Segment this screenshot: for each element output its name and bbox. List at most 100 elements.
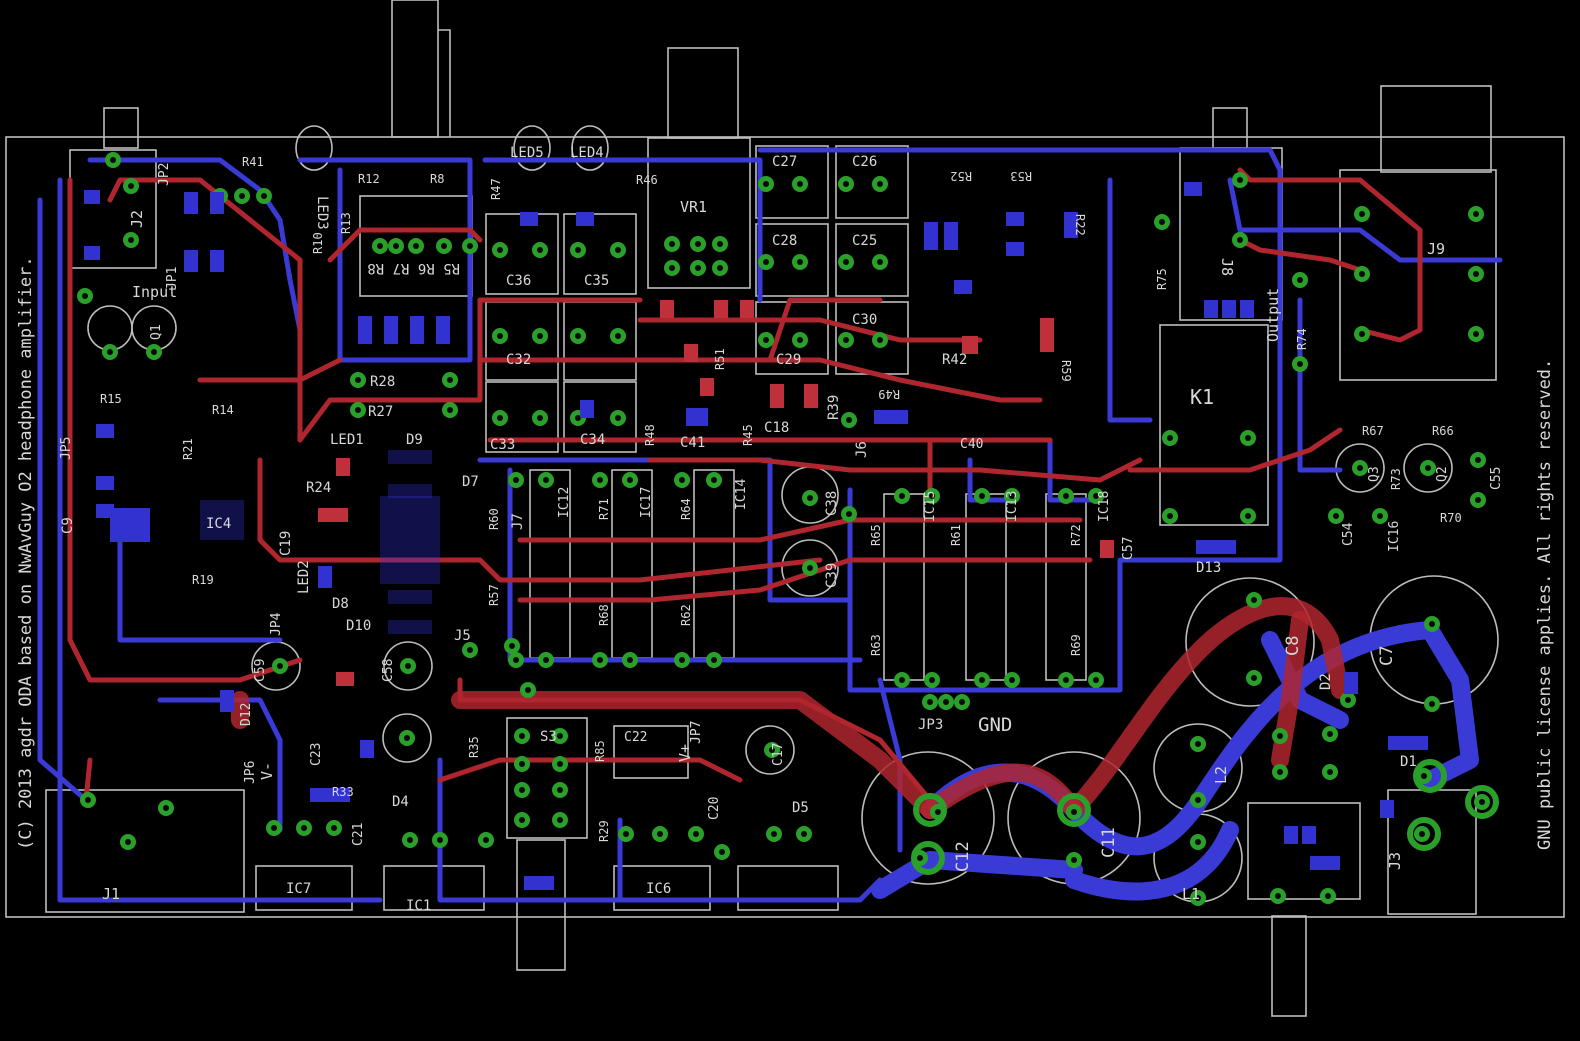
output-label: Output [1264,288,1282,342]
c23-label: C23 [309,743,324,766]
d2-label: D2 [1318,673,1334,690]
d13-label: D13 [1196,560,1221,576]
r71-label: R71 [597,498,611,520]
s3-label: S3 [540,729,557,745]
license-text: GNU public license applies. All rights r… [1535,359,1555,850]
r62-label: R62 [679,604,693,626]
jp5-label: JP5 [59,437,74,460]
vplus-label: V+ [676,744,694,762]
j7-label: J7 [510,513,526,530]
r66-label: R66 [1432,424,1454,438]
r42-label: R42 [942,352,967,368]
j5-label: J5 [454,628,471,644]
c57-label: C57 [1121,537,1136,560]
c9-label: C9 [60,517,76,534]
led5-label: LED5 [510,145,544,161]
c55-label: C55 [1489,467,1504,490]
r65-label: R65 [869,524,883,546]
r49-label: R49 [878,387,900,401]
c36-label: C36 [506,273,531,289]
led1-label: LED1 [330,432,364,448]
r53-label: R53 [1010,169,1032,183]
copyright-text: (C) 2013 agdr ODA based on NwAvGuy O2 he… [16,256,36,850]
c35-label: C35 [584,273,609,289]
component-pads [77,152,1499,906]
k1-label: K1 [1190,385,1214,409]
q3-label: Q3 [1367,466,1382,482]
c22-label: C22 [624,730,647,745]
c59-label: C59 [253,659,268,682]
c26-label: C26 [852,154,877,170]
r13-label: R13 [339,212,353,234]
r73-label: R73 [1389,468,1403,490]
r41-label: R41 [242,155,264,169]
r57-label: R57 [487,584,501,606]
r47-label: R47 [489,178,503,200]
c7-label: C7 [1377,646,1397,666]
d7-label: D7 [462,474,479,490]
r72-label: R72 [1069,524,1083,546]
c58-label: C58 [381,659,396,682]
input-label: Input [132,283,177,301]
r24-label: R24 [306,480,331,496]
jp6-label: JP6 [243,761,258,784]
r35-label: R35 [467,736,481,758]
ic16-label: IC16 [1387,521,1402,552]
jp4-label: JP4 [269,612,284,636]
r12-label: R12 [358,172,380,186]
r52-label: R52 [950,169,972,183]
d5-label: D5 [792,800,809,816]
c12-label: C12 [953,841,973,872]
r75-label: R75 [1155,268,1169,290]
q1-label: Q1 [149,324,164,340]
r70-label: R70 [1440,511,1462,525]
top-copper-traces [67,167,1423,803]
led3-label: LED3 [314,196,330,230]
c25-label: C25 [852,233,877,249]
r8-label: R8 [430,172,444,186]
r15-label: R15 [100,392,122,406]
r21-label: R21 [181,438,195,460]
ic15-label: IC15 [923,491,938,522]
j1-label: J1 [102,885,120,903]
r28-label: R28 [370,374,395,390]
ic1-label: IC1 [406,898,431,914]
jp3-label: JP3 [918,717,943,733]
c33-label: C33 [490,437,515,453]
c20-label: C20 [707,797,722,820]
c54-label: C54 [1341,522,1356,546]
q2-label: Q2 [1435,466,1450,482]
c39-label: C39 [824,563,840,588]
bottom-copper-traces [37,147,1503,903]
r63-label: R63 [869,634,883,656]
r14-label: R14 [212,403,234,417]
r45-label: R45 [741,424,755,446]
r51-label: R51 [713,348,727,370]
r59-label: R59 [1059,360,1073,382]
c28-label: C28 [772,233,797,249]
gnd-label: GND [978,714,1012,736]
ic13-label: IC13 [1005,491,1020,522]
j8-label: J8 [1218,258,1236,276]
c40-label: C40 [960,437,983,452]
d8-label: D8 [332,596,349,612]
l2-label: L2 [1212,766,1230,784]
j2-label: J2 [128,210,146,228]
r5r8-label: R5 R6 R7 R8 [367,260,460,276]
ic7-label: IC7 [286,881,311,897]
ic14-label: IC14 [734,479,749,510]
vr1-label: VR1 [680,198,707,216]
c34-label: C34 [580,432,605,448]
c8-label: C8 [1283,636,1303,656]
l1-label: L1 [1182,885,1200,903]
j3-label: J3 [1386,852,1404,870]
ic17-label: IC17 [639,487,654,518]
r64-label: R64 [679,498,693,520]
r22-label: R22 [1073,214,1087,236]
jp1-label: JP1 [165,267,180,290]
r69-label: R69 [1069,634,1083,656]
r39-label: R39 [826,395,842,420]
c29-label: C29 [776,352,801,368]
ic6-label: IC6 [646,881,671,897]
c21-label: C21 [351,823,366,846]
